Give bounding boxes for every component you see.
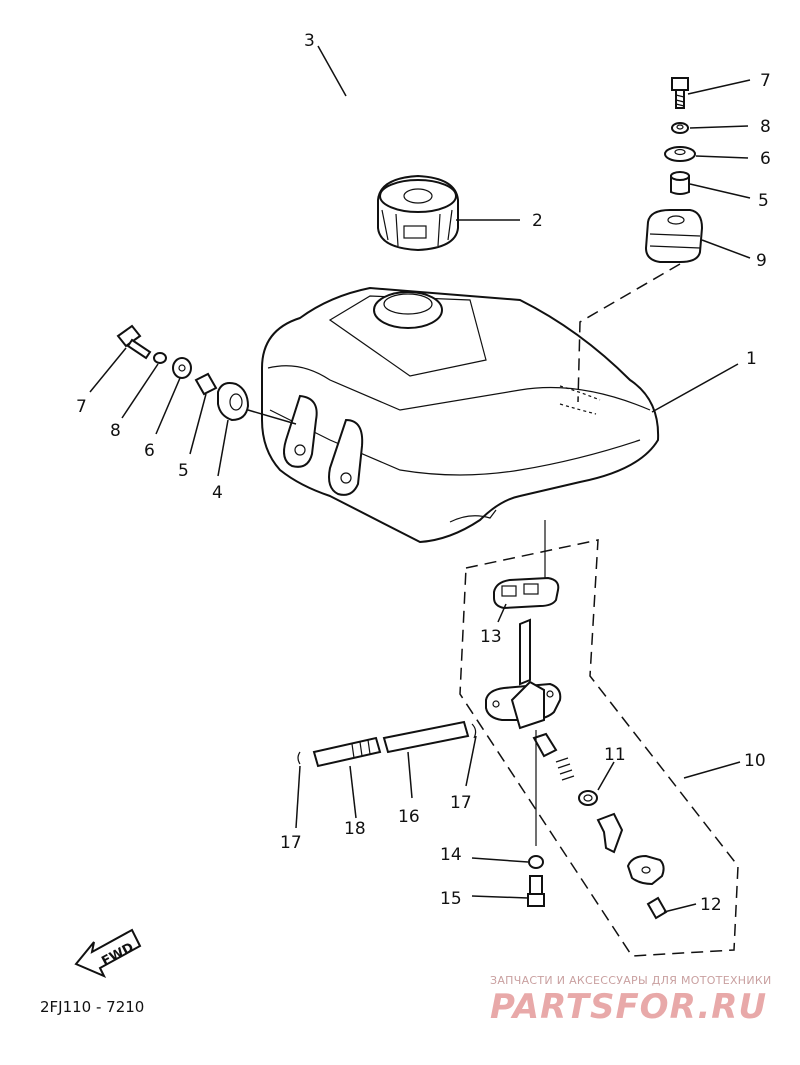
- callout-17-left: 17: [280, 833, 302, 853]
- callout-10: 10: [744, 751, 766, 771]
- callout-1: 1: [746, 349, 757, 369]
- fuel-cock-screw: [646, 896, 668, 920]
- left-mount-washer: [172, 357, 192, 379]
- fuel-cock-spring: [555, 757, 575, 781]
- clip-right: [471, 723, 477, 739]
- fuel-cock-body: [485, 618, 562, 730]
- fuel-cock-plunger: [532, 732, 558, 758]
- callout-12: 12: [700, 895, 722, 915]
- fuel-cock-lever: [596, 812, 624, 854]
- fuel-cock-gasket: [493, 576, 560, 610]
- fwd-arrow: FWD: [74, 928, 142, 978]
- left-mount-collar: [194, 372, 218, 396]
- fuel-cock-o-ring: [578, 790, 598, 806]
- watermark-tagline: ЗАПЧАСТИ И АКСЕССУАРЫ ДЛЯ МОТОТЕХНИКИ: [490, 974, 772, 987]
- fuel-cap: [377, 174, 459, 252]
- right-mount-bolt: [671, 77, 689, 109]
- left-mount-damper: [217, 382, 250, 422]
- clip-left: [297, 751, 301, 765]
- callout-14: 14: [440, 845, 462, 865]
- fuel-cock-plate: [626, 854, 665, 886]
- callout-8-left: 8: [110, 421, 121, 441]
- diagram-code: 2FJ110 - 7210: [40, 998, 144, 1016]
- callout-6-left: 6: [144, 441, 155, 461]
- callout-6-right: 6: [760, 149, 771, 169]
- callout-11: 11: [604, 745, 626, 765]
- callout-13: 13: [480, 627, 502, 647]
- drain-screw: [527, 875, 545, 907]
- callout-8-right: 8: [760, 117, 771, 137]
- watermark: ЗАПЧАСТИ И АКСЕССУАРЫ ДЛЯ МОТОТЕХНИКИ PA…: [490, 974, 772, 1027]
- callout-18: 18: [344, 819, 366, 839]
- fuel-tank: [261, 286, 660, 544]
- callouts: 3 2 1 7 8 6 5 9 7 8 6 5 4 13 11 10 17 16…: [76, 31, 771, 915]
- left-mount-bolt: [116, 324, 152, 360]
- callout-15: 15: [440, 889, 462, 909]
- callout-5-right: 5: [758, 191, 769, 211]
- hose-16: [382, 720, 470, 754]
- callout-16: 16: [398, 807, 420, 827]
- right-mount-washer: [664, 146, 696, 162]
- right-mount-washer-small: [671, 122, 689, 134]
- callout-2: 2: [532, 211, 543, 231]
- mount-guide-line: [577, 263, 681, 403]
- left-mount-guide: [247, 409, 297, 425]
- callout-7-left: 7: [76, 397, 87, 417]
- right-mount-damper: [644, 209, 704, 263]
- callout-3: 3: [304, 31, 315, 51]
- right-mount-collar: [670, 171, 690, 195]
- pipe-18: [312, 736, 382, 768]
- breather-hose: [313, 83, 428, 153]
- drain-washer: [528, 855, 544, 869]
- fuel-cock-frame: [459, 539, 739, 957]
- left-mount-washer-small: [153, 352, 167, 364]
- callout-9: 9: [756, 251, 767, 271]
- callout-4: 4: [212, 483, 223, 503]
- callout-7-right: 7: [760, 71, 771, 91]
- watermark-brand: PARTSFOR.RU: [490, 987, 767, 1027]
- callout-5-left: 5: [178, 461, 189, 481]
- leader-lines: [89, 45, 751, 913]
- callout-17-right: 17: [450, 793, 472, 813]
